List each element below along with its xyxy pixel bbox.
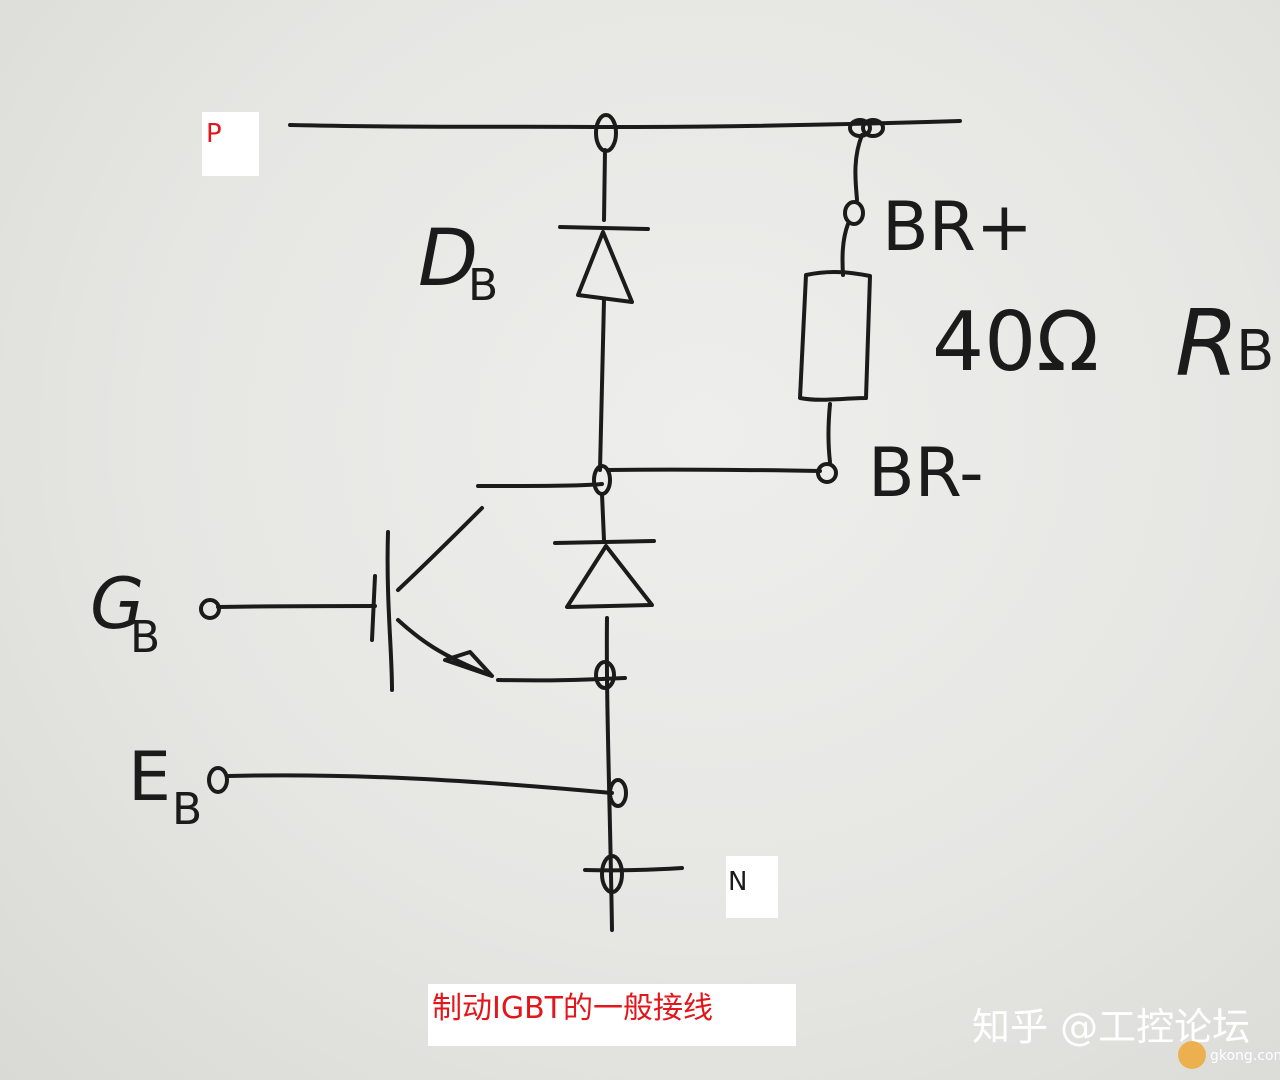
- diagram-caption: 制动IGBT的一般接线: [432, 991, 713, 1026]
- caption-box: [428, 984, 796, 1046]
- br-minus-label: BR-: [868, 434, 984, 513]
- p-bus-line: [288, 119, 962, 129]
- br-minus-terminal: [816, 462, 838, 484]
- br-plus-label: BR+: [882, 188, 1033, 267]
- vertical-wire-top: [602, 148, 607, 222]
- p-bus-node: [594, 113, 618, 153]
- p-label-box: [202, 112, 259, 176]
- diode-db: [558, 225, 650, 472]
- resistor-upper-lead: [840, 222, 850, 277]
- resistor-lower-lead: [826, 402, 832, 464]
- n-node: [600, 854, 624, 894]
- p-bus-right-node-2: [861, 118, 885, 138]
- resistor-value-label: 40Ω: [932, 295, 1099, 390]
- emitter-label: E: [128, 738, 171, 817]
- middle-left-stub: [476, 482, 604, 488]
- vertical-wire-bottom: [604, 616, 614, 932]
- n-bus-line: [583, 866, 684, 873]
- emitter-label-sub: B: [172, 784, 202, 835]
- zhihu-watermark: 知乎 @工控论坛: [972, 1005, 1250, 1049]
- n-label-box: [726, 856, 778, 918]
- freewheel-diode: [553, 539, 656, 609]
- gkong-site-label: gkong.com: [1210, 1048, 1280, 1064]
- diode-db-label: D: [418, 214, 478, 304]
- eb-terminal: [207, 766, 229, 794]
- n-terminal-label: N: [728, 867, 747, 897]
- gate-label: G: [90, 563, 144, 645]
- wire-to-br-minus: [606, 467, 822, 473]
- vertical-wire-mid: [600, 492, 606, 542]
- resistor-rb: [798, 270, 872, 402]
- gkong-logo-icon: [1178, 1041, 1206, 1069]
- diode-db-label-sub: B: [468, 260, 498, 311]
- resistor-name-sub: B: [1236, 319, 1274, 384]
- br-plus-terminal: [843, 200, 865, 226]
- emitter-node: [594, 660, 616, 690]
- eb-wire: [226, 773, 614, 795]
- resistor-name-label: R: [1175, 290, 1239, 397]
- resistor-top-wire: [853, 133, 864, 202]
- igbt-transistor: [370, 506, 627, 692]
- gate-label-sub: B: [130, 612, 160, 663]
- p-terminal-label: P: [206, 119, 222, 149]
- gate-terminal: [199, 598, 221, 620]
- gate-wire: [216, 604, 377, 609]
